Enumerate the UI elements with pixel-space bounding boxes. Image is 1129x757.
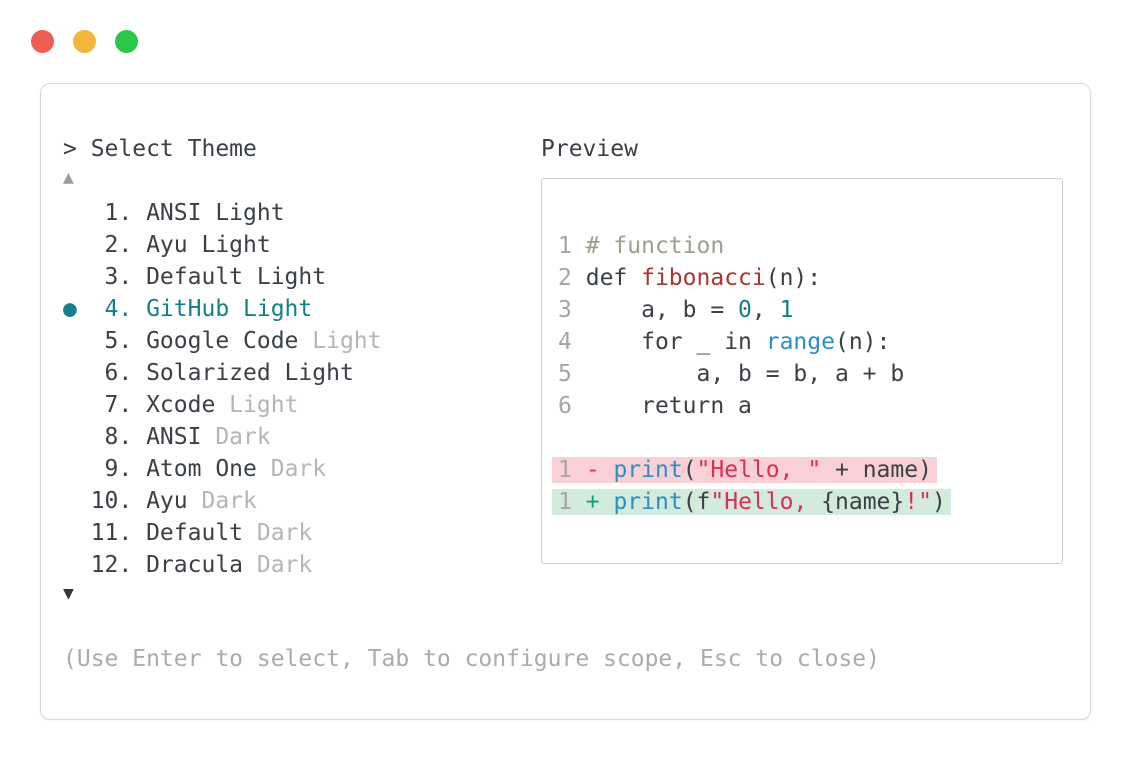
code-line: 3 a, b = 0, 1 [558,297,794,323]
theme-picker-window: > Select Theme Preview ▲ 1. ANSI Light 2… [40,83,1091,720]
theme-item-12[interactable]: 12. Dracula Dark [63,549,382,581]
theme-item-1[interactable]: 1. ANSI Light [63,197,382,229]
line-number: 2 [558,265,572,291]
diff-line-removed: 1 - print("Hello, " + name) [552,454,951,486]
theme-item-3[interactable]: 3. Default Light [63,261,382,293]
line-number: 1 [558,457,572,483]
theme-item-label: 11. Default [63,520,244,546]
line-number: 5 [558,361,572,387]
code-line: 2 def fibonacci(n): [558,265,822,291]
preview-pane: 1 # function 2 def fibonacci(n): 3 a, b = … [541,178,1063,564]
line-number: 1 [558,489,572,515]
line-number: 4 [558,329,572,355]
code-line: 5 a, b = b, a + b [558,361,905,387]
theme-item-6[interactable]: 6. Solarized Light [63,357,382,389]
theme-item-9[interactable]: 9. Atom One Dark [63,453,382,485]
close-button[interactable] [31,30,54,53]
code-line: 6 return a [558,393,752,419]
select-theme-prompt: > Select Theme [63,136,257,162]
theme-item-suffix: Dark [201,424,271,450]
scroll-down-arrow-icon[interactable]: ▼ [63,583,74,604]
theme-item-11[interactable]: 11. Default Dark [63,517,382,549]
theme-item-suffix: Dark [187,488,257,514]
theme-item-suffix: Dark [243,520,313,546]
code-line [558,422,951,454]
theme-item-label: 5. Google Code [63,328,299,354]
code-preview: 1 # function 2 def fibonacci(n): 3 a, b = … [552,230,951,518]
theme-item-label: 3. Default Light [63,264,327,290]
code-line: 4 for _ in range(n): [558,329,891,355]
theme-item-10[interactable]: 10. Ayu Dark [63,485,382,517]
line-number: 3 [558,297,572,323]
theme-item-8[interactable]: 8. ANSI Dark [63,421,382,453]
theme-item-label: 1. ANSI Light [63,200,285,226]
theme-item-label: 6. Solarized Light [63,360,354,386]
theme-item-4[interactable]: ● 4. GitHub Light [63,293,382,325]
theme-item-label: 7. Xcode [63,392,216,418]
keyboard-hint: (Use Enter to select, Tab to configure s… [63,646,880,672]
theme-item-7[interactable]: 7. Xcode Light [63,389,382,421]
code-line: 1 # function [558,233,725,259]
scroll-up-arrow-icon[interactable]: ▲ [63,167,74,188]
theme-item-suffix: Light [298,328,382,354]
window-controls [31,30,138,53]
theme-item-suffix: Light [215,392,299,418]
theme-list: 1. ANSI Light 2. Ayu Light 3. Default Li… [63,197,382,581]
theme-item-suffix: Dark [256,456,327,482]
maximize-button[interactable] [115,30,138,53]
theme-item-suffix: Dark [243,552,313,578]
theme-item-label: 9. Atom One [63,456,257,482]
theme-item-5[interactable]: 5. Google Code Light [63,325,382,357]
line-number: 6 [558,393,572,419]
line-number: 1 [558,233,572,259]
theme-item-label: 12. Dracula [63,552,244,578]
theme-item-label: 2. Ayu Light [63,232,271,258]
diff-line-added: 1 + print(f"Hello, {name}!") [552,486,951,518]
theme-item-label: 10. Ayu [63,488,188,514]
minimize-button[interactable] [73,30,96,53]
selected-theme-label: ● 4. GitHub Light [63,296,313,322]
theme-item-2[interactable]: 2. Ayu Light [63,229,382,261]
preview-label: Preview [541,136,638,162]
theme-item-label: 8. ANSI [63,424,202,450]
